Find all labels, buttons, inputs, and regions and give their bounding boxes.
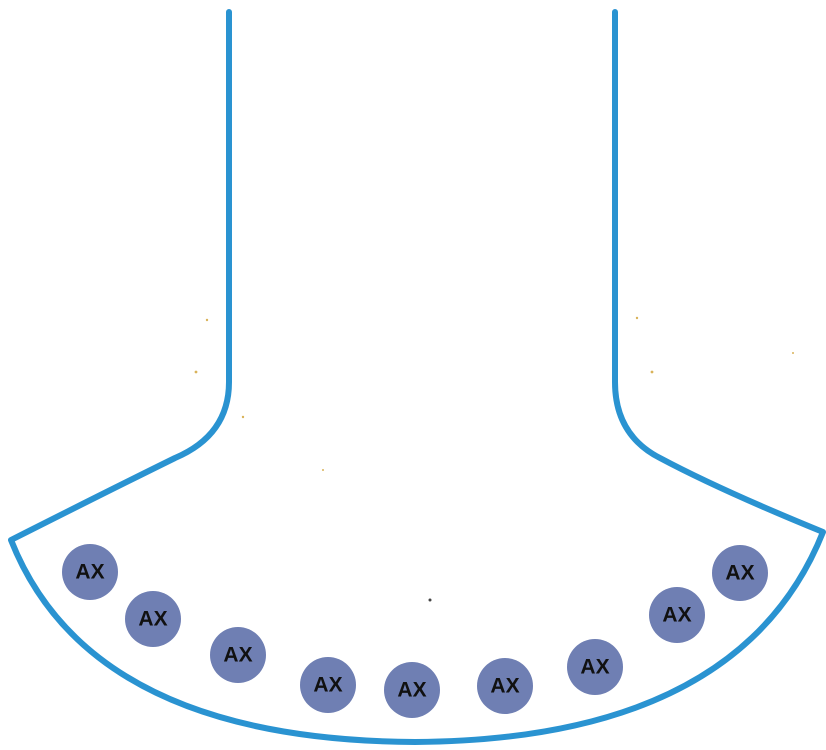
particle-label: AX	[397, 679, 426, 702]
particle-label: AX	[490, 675, 519, 698]
background-specks	[195, 317, 794, 602]
particle: AX	[712, 545, 768, 601]
particle: AX	[125, 591, 181, 647]
particle: AX	[62, 544, 118, 600]
particle: AX	[210, 627, 266, 683]
particle-label: AX	[580, 656, 609, 679]
particle-label: AX	[75, 561, 104, 584]
particle-label: AX	[725, 562, 754, 585]
particle: AX	[384, 662, 440, 718]
particle-group: AX AX AX AX AX AX AX AX AX	[62, 544, 768, 718]
particle: AX	[300, 657, 356, 713]
particle: AX	[477, 658, 533, 714]
particle: AX	[567, 639, 623, 695]
particle-label: AX	[138, 608, 167, 631]
particle: AX	[649, 587, 705, 643]
particle-label: AX	[313, 674, 342, 697]
particle-label: AX	[223, 644, 252, 667]
particle-label: AX	[662, 604, 691, 627]
